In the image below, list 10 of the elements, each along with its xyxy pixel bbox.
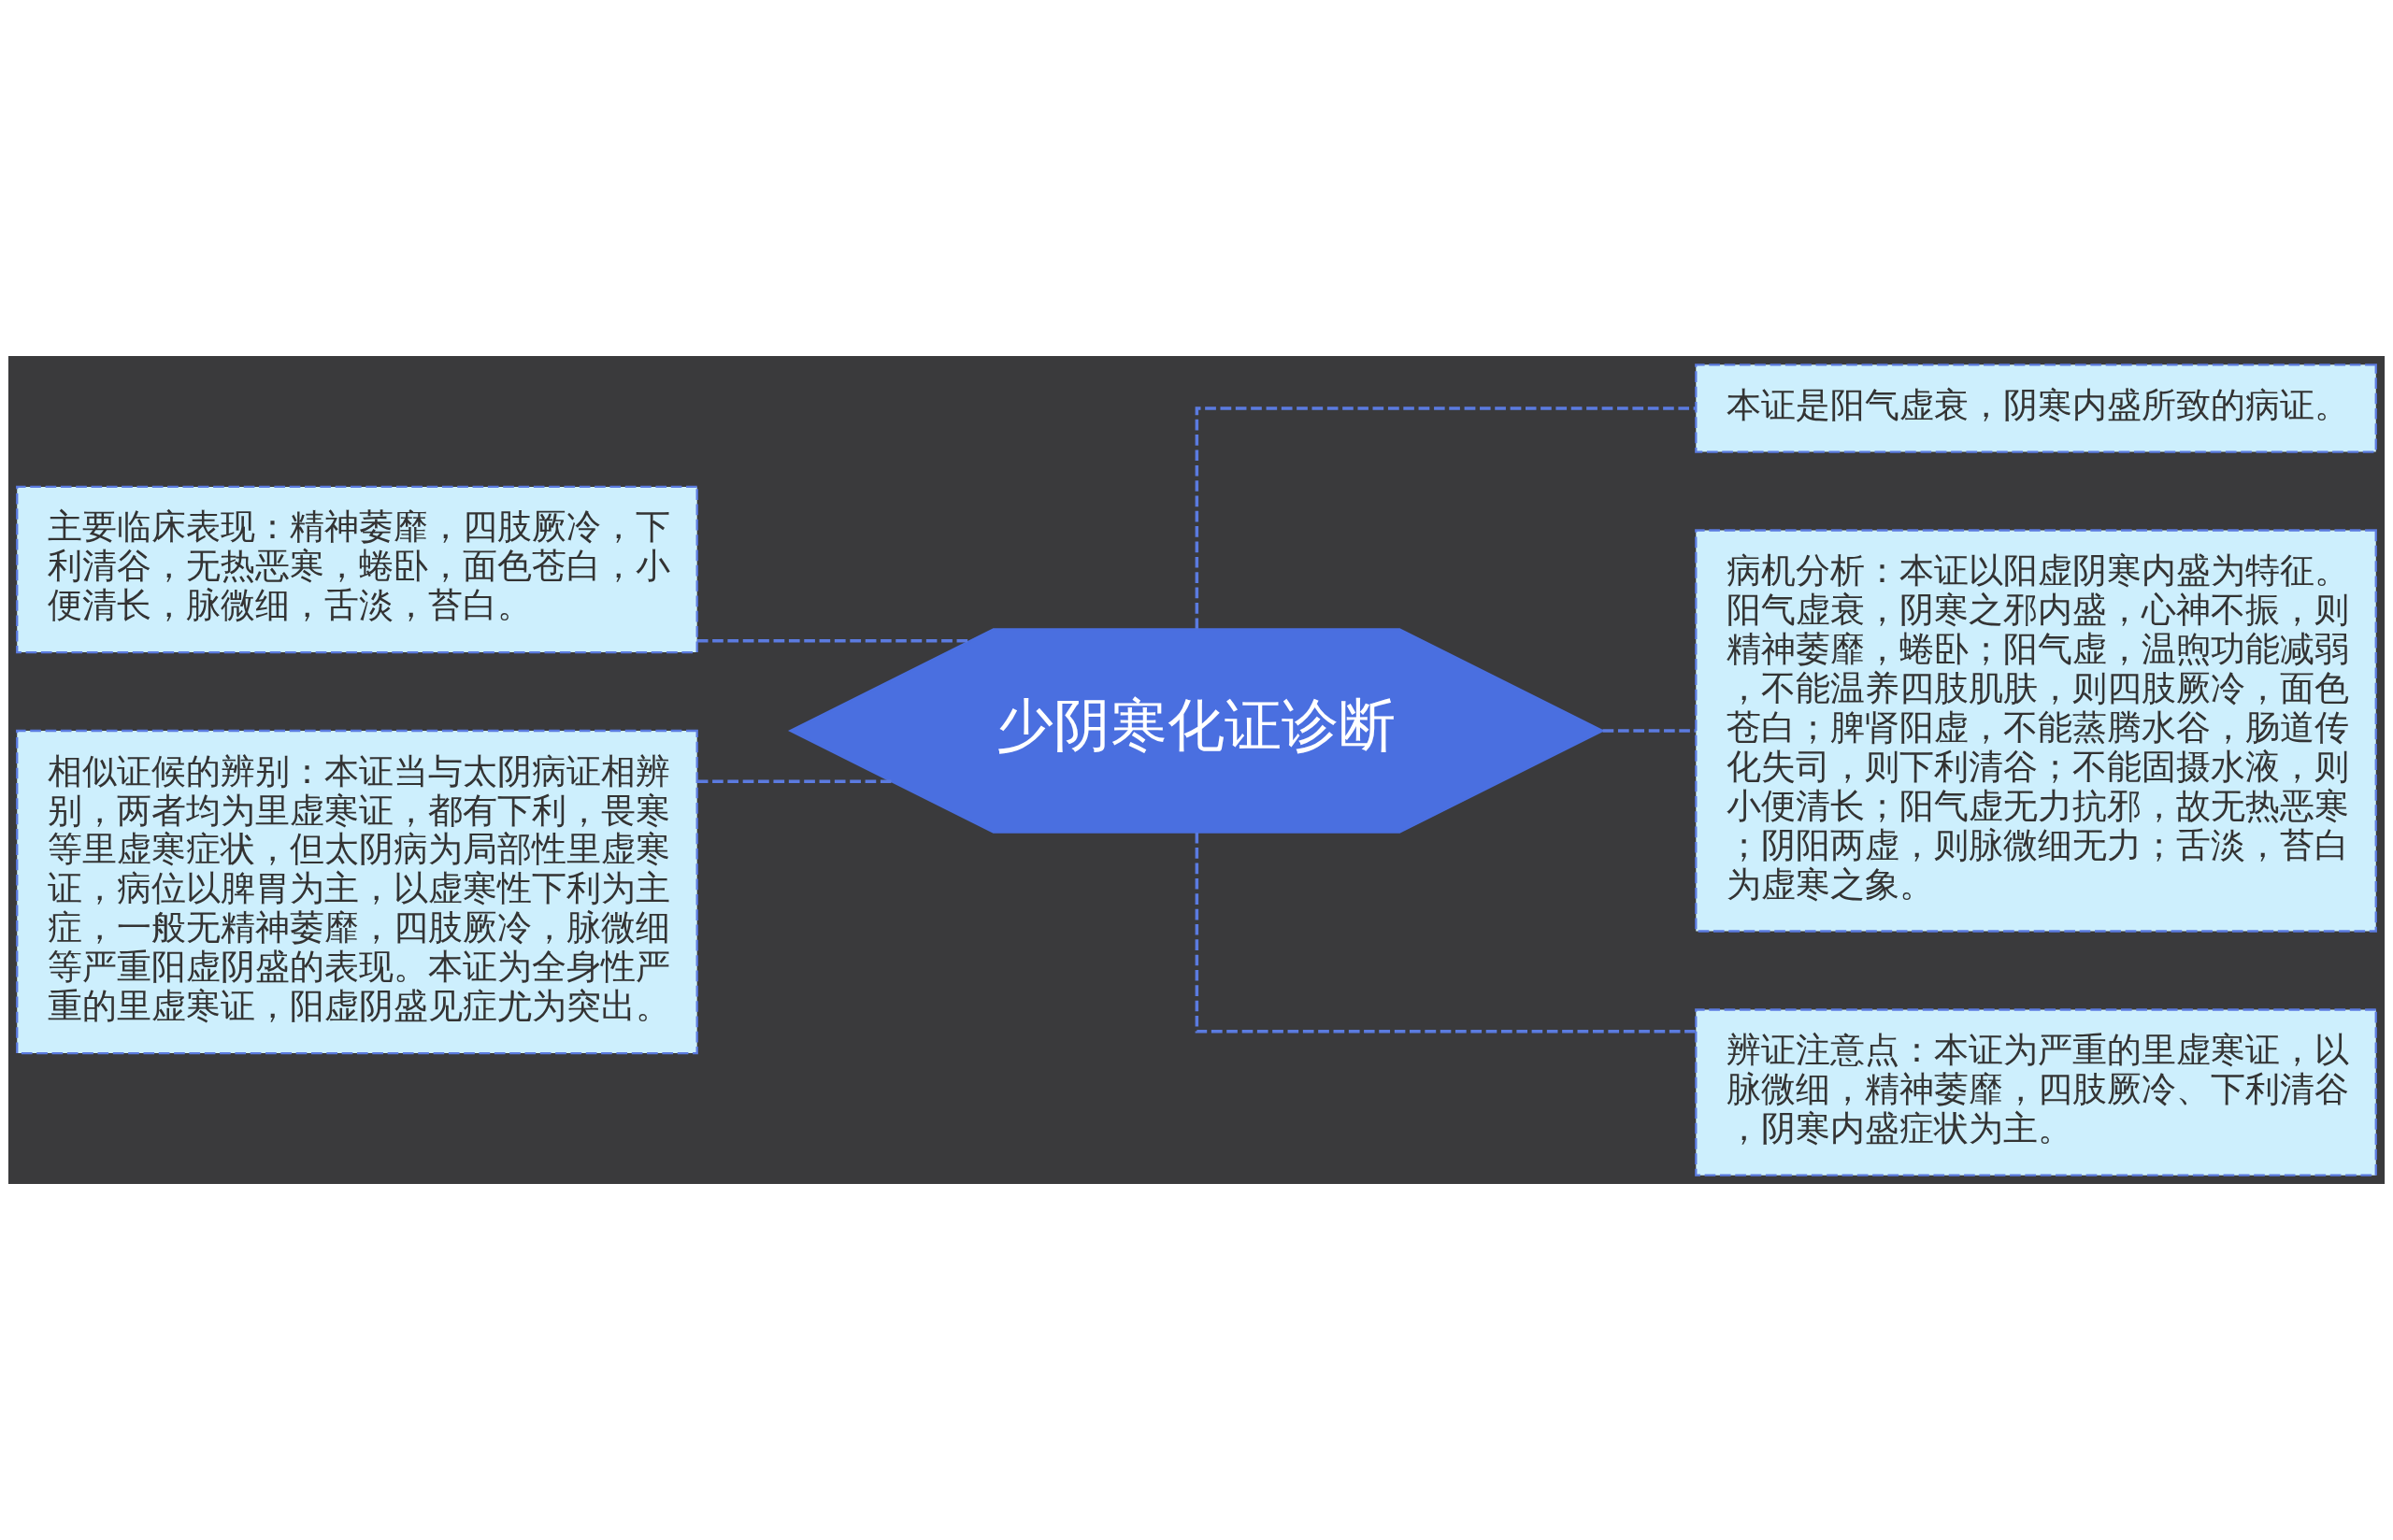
node-box: 主要临床表现：精神萎靡，四肢厥冷，下利清谷，无热恶寒，蜷卧，面色苍白，小便清长，脉微细，舌淡，苔白。 [16,485,698,654]
node-box: 本证是阳气虚衰，阴寒内盛所致的病证。 [1695,364,2377,453]
connector [696,639,970,643]
node-box: 相似证候的辨别：本证当与太阴病证相辨别，两者均为里虚寒证，都有下利，畏寒等里虚寒症状，但太阴病为局部性里虚寒证，病位以脾胃为主，以虚寒性下利为主症，一般无精神萎靡，四肢厥冷，脉微细等严重阳虚阴盛的表现。本证为全身性严重的里虚寒证，阳虚阴盛见症尤为突出。 [16,729,698,1055]
connector [1195,406,1697,629]
node-box: 病机分析：本证以阳虚阴寒内盛为特征。阳气虚衰，阴寒之邪内盛，心神不振，则精神萎靡，蜷卧；阳气虚，温煦功能减弱，不能温养四肢肌肤，则四肢厥冷，面色苍白；脾肾阳虚，不能蒸腾水谷，肠道传化失司，则下利清谷；不能固摄水液，则小便清长；阳气虚无力抗邪，故无热恶寒；阴阳两虚，则脉微细无力；舌淡，苔白为虚寒之象。 [1695,529,2377,933]
node-box: 辨证注意点：本证为严重的里虚寒证，以脉微细，精神萎靡，四肢厥冷、下利清谷，阴寒内盛症状为主。 [1695,1008,2377,1176]
connector [1602,729,1697,733]
connector [696,779,892,784]
connector [1195,832,1697,1034]
